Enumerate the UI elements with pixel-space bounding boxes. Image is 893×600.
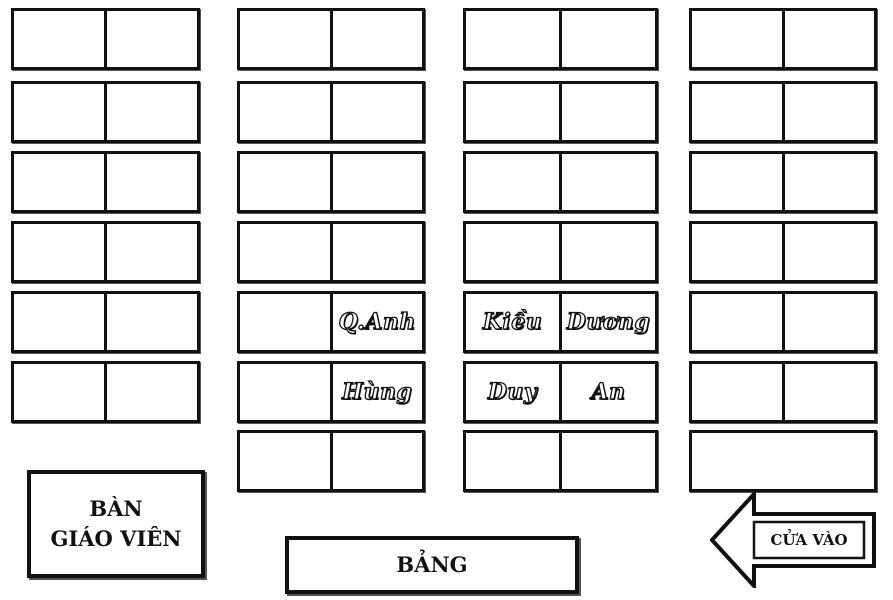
seat	[333, 11, 423, 67]
desk-col3-row3	[463, 151, 658, 213]
seat	[466, 11, 562, 67]
seat	[692, 294, 785, 350]
seat	[466, 154, 562, 210]
teacher-desk-label-line2: GIÁO VIÊN	[50, 526, 182, 551]
seat	[14, 11, 107, 67]
seat	[107, 154, 197, 210]
student-name: Duy	[487, 378, 538, 405]
student-name: Kiều	[482, 308, 543, 335]
desk-col2-row4	[237, 221, 425, 283]
desk-col4-row7	[689, 430, 877, 492]
seat	[107, 11, 197, 67]
entrance-label: CỬA VÀO	[770, 531, 848, 549]
desk-col1-row2	[11, 81, 200, 143]
seat	[14, 364, 107, 420]
seat	[466, 224, 562, 280]
desk-col1-row4	[11, 221, 200, 283]
desk-col3-row1	[463, 8, 658, 70]
desk-col1-row5	[11, 291, 200, 353]
desk-col4-row4	[689, 221, 877, 283]
blackboard: BẢNG	[285, 536, 579, 594]
student-name: Dương	[566, 308, 651, 335]
desk-col4-row1	[689, 8, 877, 70]
desk-col2-row2	[237, 81, 425, 143]
seat	[692, 224, 785, 280]
seat	[240, 154, 333, 210]
seat	[333, 154, 423, 210]
desk-col4-row3	[689, 151, 877, 213]
seat	[785, 224, 875, 280]
seat	[562, 11, 655, 67]
desk-col3-row5: Kiều Dương	[463, 291, 658, 353]
seat	[14, 294, 107, 350]
seat: Hùng	[333, 364, 423, 420]
seat	[14, 224, 107, 280]
student-name: Q.Anh	[338, 308, 416, 335]
seat	[240, 224, 333, 280]
seat	[240, 11, 333, 67]
desk-col2-row3	[237, 151, 425, 213]
desk-col2-row6: Hùng	[237, 361, 425, 423]
seat: Dương	[562, 294, 655, 350]
seat	[692, 154, 785, 210]
left-arrow-icon	[709, 488, 876, 592]
seat	[240, 294, 333, 350]
blackboard-label: BẢNG	[396, 552, 468, 577]
seat	[692, 11, 785, 67]
seat	[240, 433, 333, 489]
seat: Kiều	[466, 294, 562, 350]
desk-col2-row5: Q.Anh	[237, 291, 425, 353]
seat	[692, 364, 785, 420]
seat	[692, 433, 874, 489]
desk-col1-row3	[11, 151, 200, 213]
student-name: An	[591, 378, 626, 405]
seat	[333, 433, 423, 489]
desk-col3-row6: Duy An	[463, 361, 658, 423]
seat	[785, 364, 875, 420]
desk-col4-row5	[689, 291, 877, 353]
seat	[785, 84, 875, 140]
seat	[240, 84, 333, 140]
seat	[107, 84, 197, 140]
teacher-desk: BÀN GIÁO VIÊN	[27, 470, 205, 578]
seat	[785, 294, 875, 350]
desk-col3-row2	[463, 81, 658, 143]
seat	[333, 84, 423, 140]
desk-col3-row4	[463, 221, 658, 283]
seat	[562, 84, 655, 140]
desk-col4-row2	[689, 81, 877, 143]
seat	[107, 294, 197, 350]
seat	[785, 11, 875, 67]
seat: Duy	[466, 364, 562, 420]
seat	[562, 154, 655, 210]
seat	[692, 84, 785, 140]
seat	[14, 154, 107, 210]
seat	[562, 433, 655, 489]
desk-col4-row6	[689, 361, 877, 423]
seat	[240, 364, 333, 420]
desk-col3-row7	[463, 430, 658, 492]
desk-col1-row6	[11, 361, 200, 423]
desk-col2-row7	[237, 430, 425, 492]
seat	[333, 224, 423, 280]
seat	[107, 364, 197, 420]
desk-col2-row1	[237, 8, 425, 70]
seat	[466, 433, 562, 489]
teacher-desk-label-line1: BÀN	[89, 496, 143, 521]
seat: Q.Anh	[333, 294, 423, 350]
seat: An	[562, 364, 655, 420]
student-name: Hùng	[342, 378, 413, 405]
seat	[107, 224, 197, 280]
seat	[14, 84, 107, 140]
seat	[466, 84, 562, 140]
entrance-arrow: CỬA VÀO	[709, 488, 878, 592]
seat	[785, 154, 875, 210]
seat	[562, 224, 655, 280]
desk-col1-row1	[11, 8, 200, 70]
